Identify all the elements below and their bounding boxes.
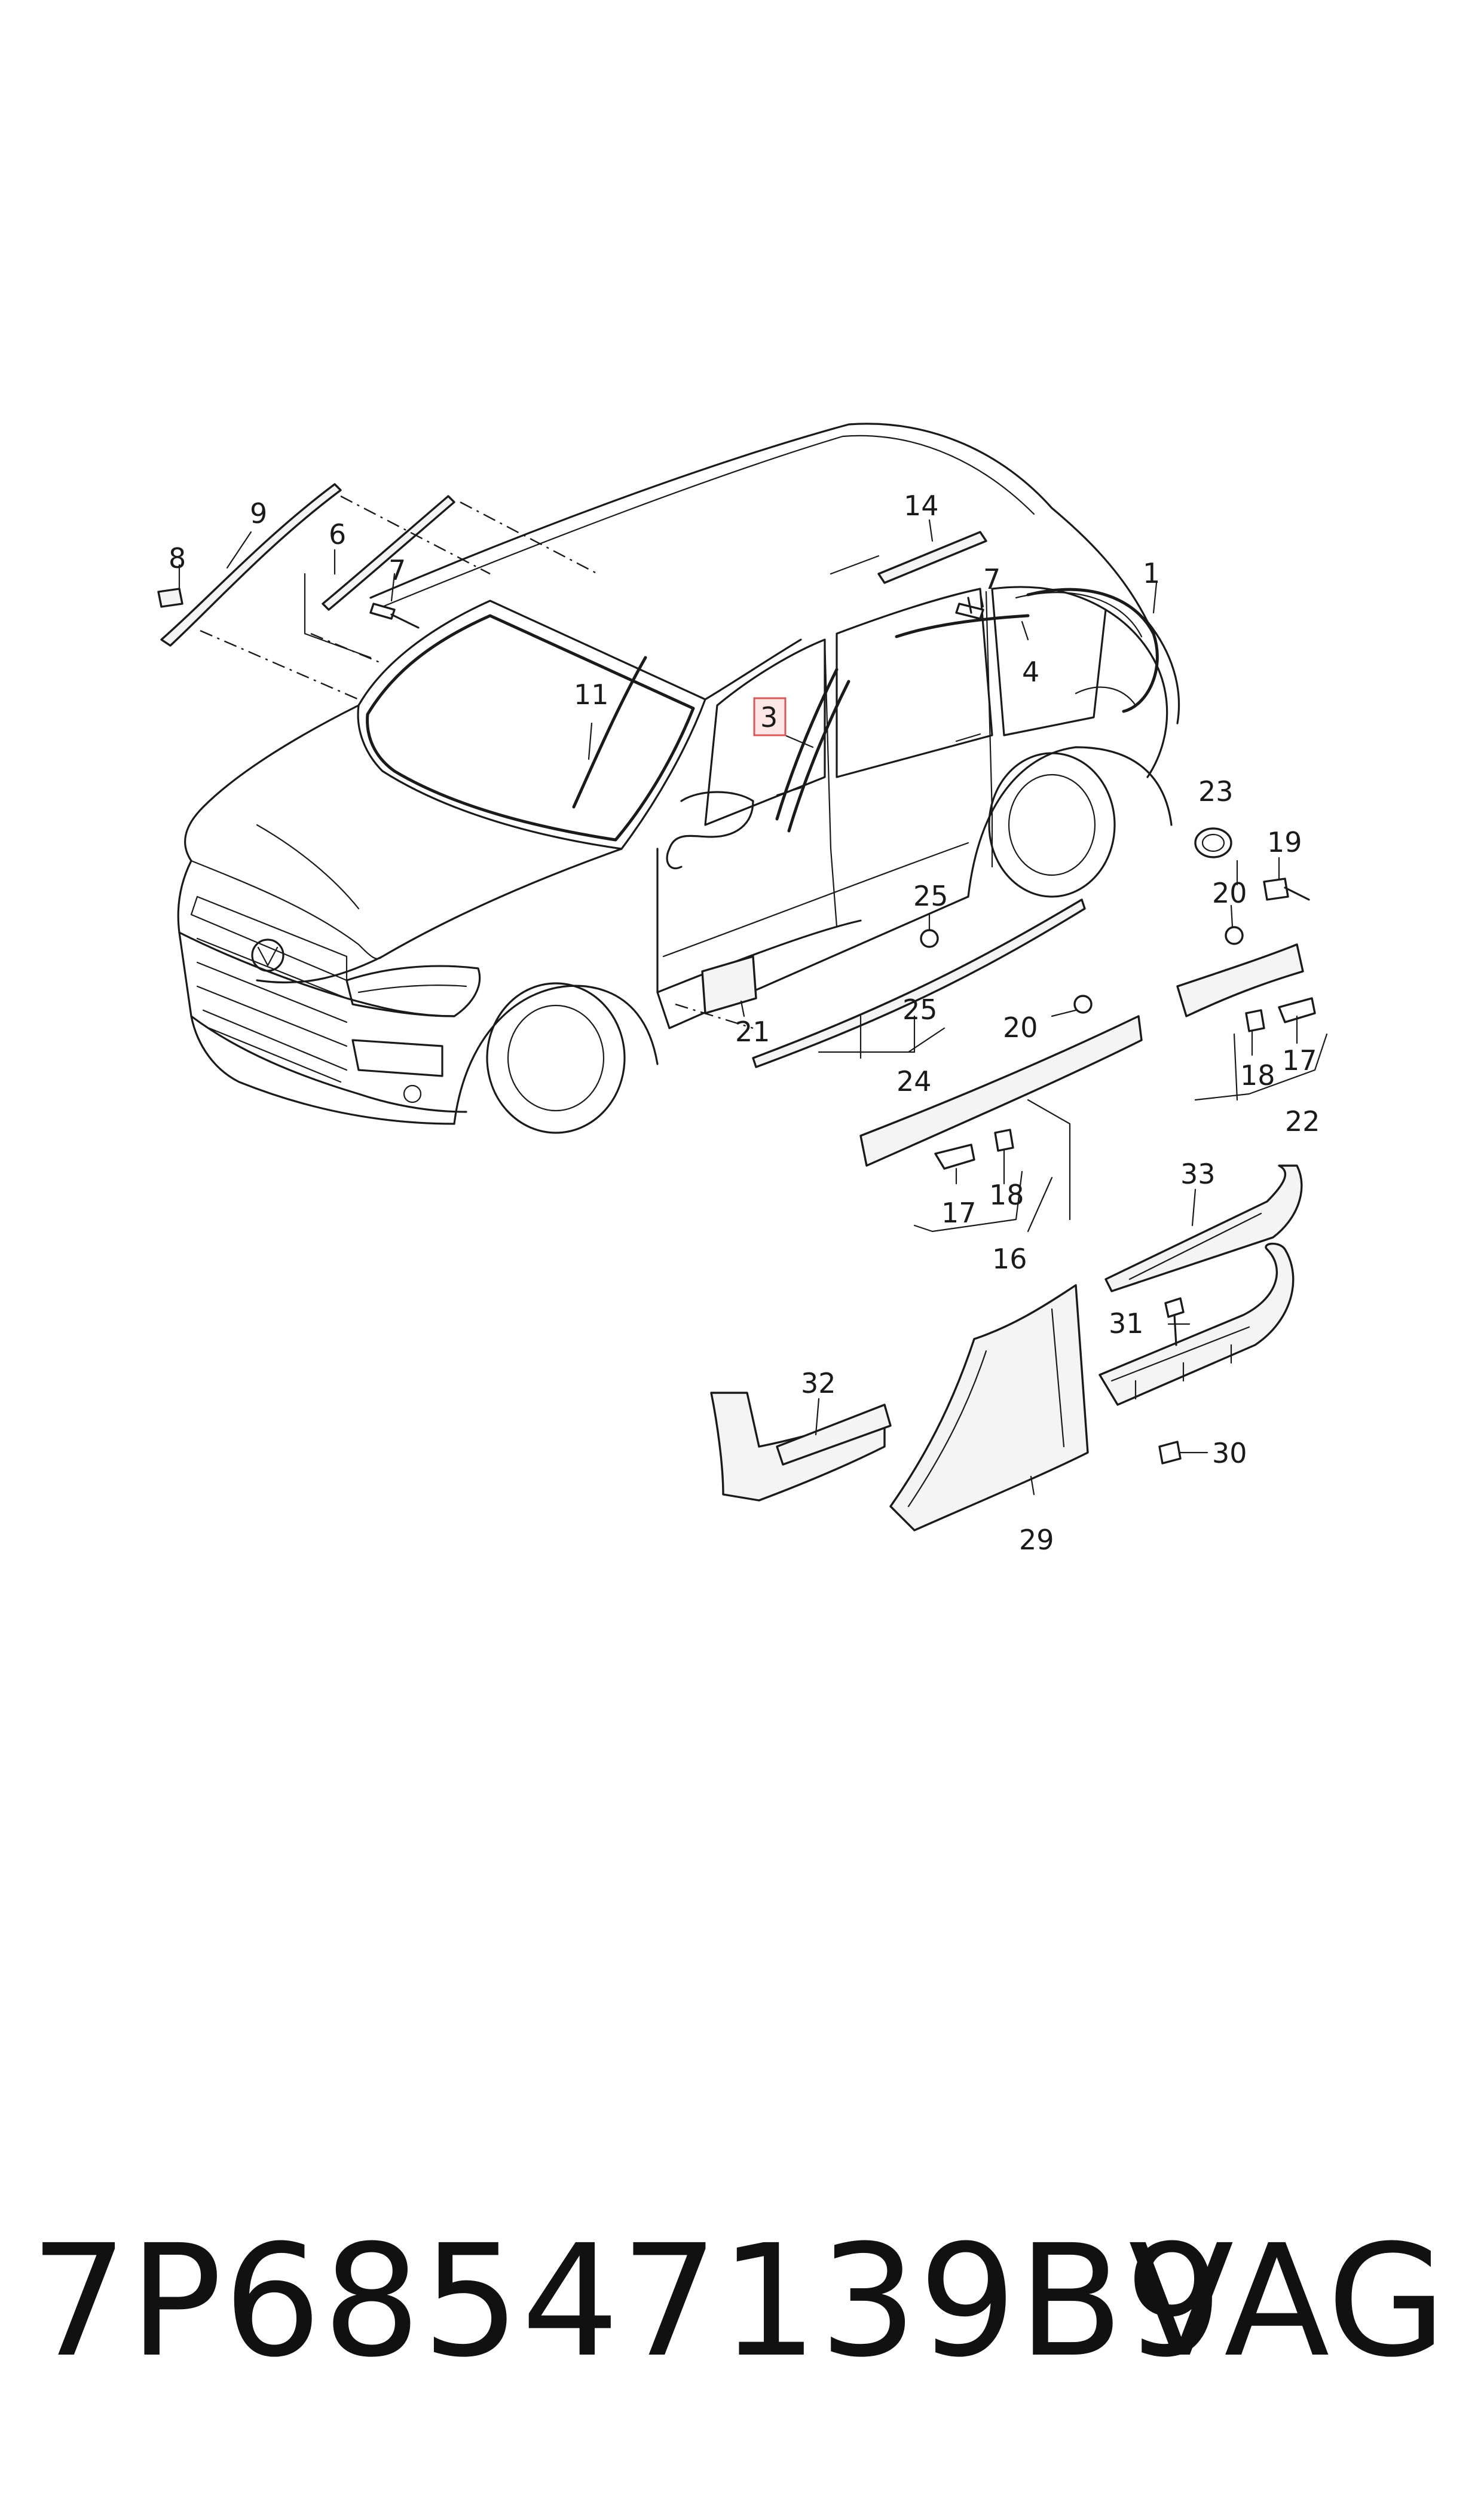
part-17b-clip [1278,997,1316,1023]
callout-1: 1 [1143,557,1160,589]
part-31-screw [1164,1297,1185,1346]
callout-6: 6 [329,518,346,551]
part-30-tray [1099,1242,1295,1406]
brand-label: VAG [1128,2212,1446,2391]
callout-33: 33 [1180,1158,1216,1190]
callout-31: 31 [1109,1307,1144,1340]
callout-3: 3 [760,701,778,733]
callout-25b: 25 [902,993,938,1026]
part-30-nut [1158,1441,1182,1465]
callout-8: 8 [169,542,186,574]
part-17a-clip [934,1144,975,1170]
callout-17a: 17 [941,1197,977,1229]
callout-18a: 18 [989,1179,1024,1211]
part-14-moulding [877,531,987,584]
callout-9: 9 [250,497,267,530]
callout-11: 11 [574,678,609,711]
part-33-sill [1104,1164,1303,1292]
part-1-trim [1026,588,1159,713]
part-20b-clip [1225,926,1244,945]
callout-23: 23 [1198,775,1234,808]
footer: 7P68547139B9 VAG [30,2212,1464,2391]
part-3-trim [775,668,839,821]
callout-18b: 18 [1240,1059,1275,1092]
vehicle-outline [177,423,1180,1134]
part-16-moulding [859,1015,1143,1167]
part-20a-clip [1073,995,1093,1014]
part-6-strip [322,495,455,611]
part-18b-clip [1245,1009,1265,1032]
callout-22: 22 [1285,1105,1320,1138]
part-4-trim [895,614,1030,638]
part-24-strip [752,898,1086,1068]
part-7a-bolt [369,603,420,629]
callout-7b: 7 [983,563,1000,595]
callout-14: 14 [904,490,939,522]
part-7b-bolt [955,597,984,620]
callout-17b: 17 [1282,1044,1317,1077]
callout-20a: 20 [1003,1011,1038,1044]
callout-19: 19 [1267,826,1302,858]
part-9-strip [160,483,342,647]
part-19-bolt [1263,878,1310,901]
callout-25a: 25 [913,880,948,912]
leader-lines [178,495,1328,1496]
part-number: 7P68547139B9 [30,2212,1225,2391]
callout-30: 30 [1212,1437,1247,1469]
callout-24: 24 [896,1065,932,1097]
part-29-panel [889,1284,1089,1531]
part-21-clip [701,955,757,1014]
part-25a-clip [920,929,939,948]
callout-20b: 20 [1212,877,1247,909]
part-22-moulding [1176,943,1304,1017]
callout-29: 29 [1019,1524,1054,1556]
part-11-trim [572,656,647,809]
callout-7a: 7 [388,554,406,586]
callout-labels: 1 3 4 6 7 7 8 9 11 14 16 17 17 18 18 19 … [169,490,1320,1556]
callout-32: 32 [801,1367,836,1399]
part-8-clip [157,588,183,608]
part-23-grommet [1194,827,1232,858]
part-18a-clip [994,1129,1014,1152]
callout-3-highlight [753,697,787,736]
callout-4: 4 [1022,656,1039,688]
callout-16: 16 [992,1243,1027,1275]
callout-21: 21 [735,1016,770,1048]
